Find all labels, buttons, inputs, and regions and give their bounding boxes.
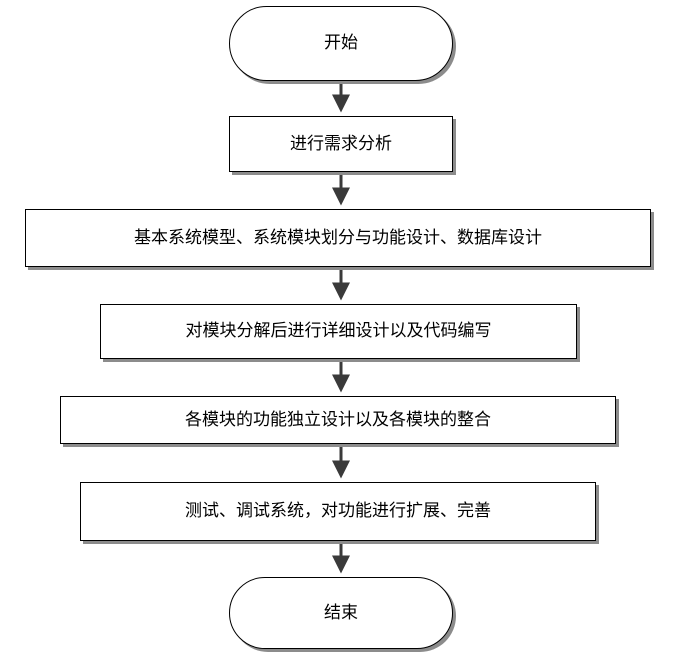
module-integration-step: 各模块的功能独立设计以及各模块的整合 bbox=[60, 396, 616, 444]
start-label: 开始 bbox=[324, 33, 358, 53]
module-integration-label: 各模块的功能独立设计以及各模块的整合 bbox=[185, 409, 491, 430]
detailed-design-coding-label: 对模块分解后进行详细设计以及代码编写 bbox=[185, 321, 492, 341]
requirements-analysis-label: 进行需求分析 bbox=[290, 133, 392, 154]
system-design-step: 基本系统模型、系统模块划分与功能设计、数据库设计 bbox=[25, 209, 651, 267]
system-design-label: 基本系统模型、系统模块划分与功能设计、数据库设计 bbox=[134, 227, 542, 248]
start-terminal: 开始 bbox=[229, 6, 453, 81]
testing-debugging-step: 测试、调试系统，对功能进行扩展、完善 bbox=[80, 482, 596, 541]
end-label: 结束 bbox=[324, 602, 358, 623]
end-terminal: 结束 bbox=[229, 577, 453, 649]
detailed-design-coding-step: 对模块分解后进行详细设计以及代码编写 bbox=[100, 304, 577, 359]
requirements-analysis-step: 进行需求分析 bbox=[229, 116, 453, 172]
testing-debugging-label: 测试、调试系统，对功能进行扩展、完善 bbox=[185, 501, 491, 521]
